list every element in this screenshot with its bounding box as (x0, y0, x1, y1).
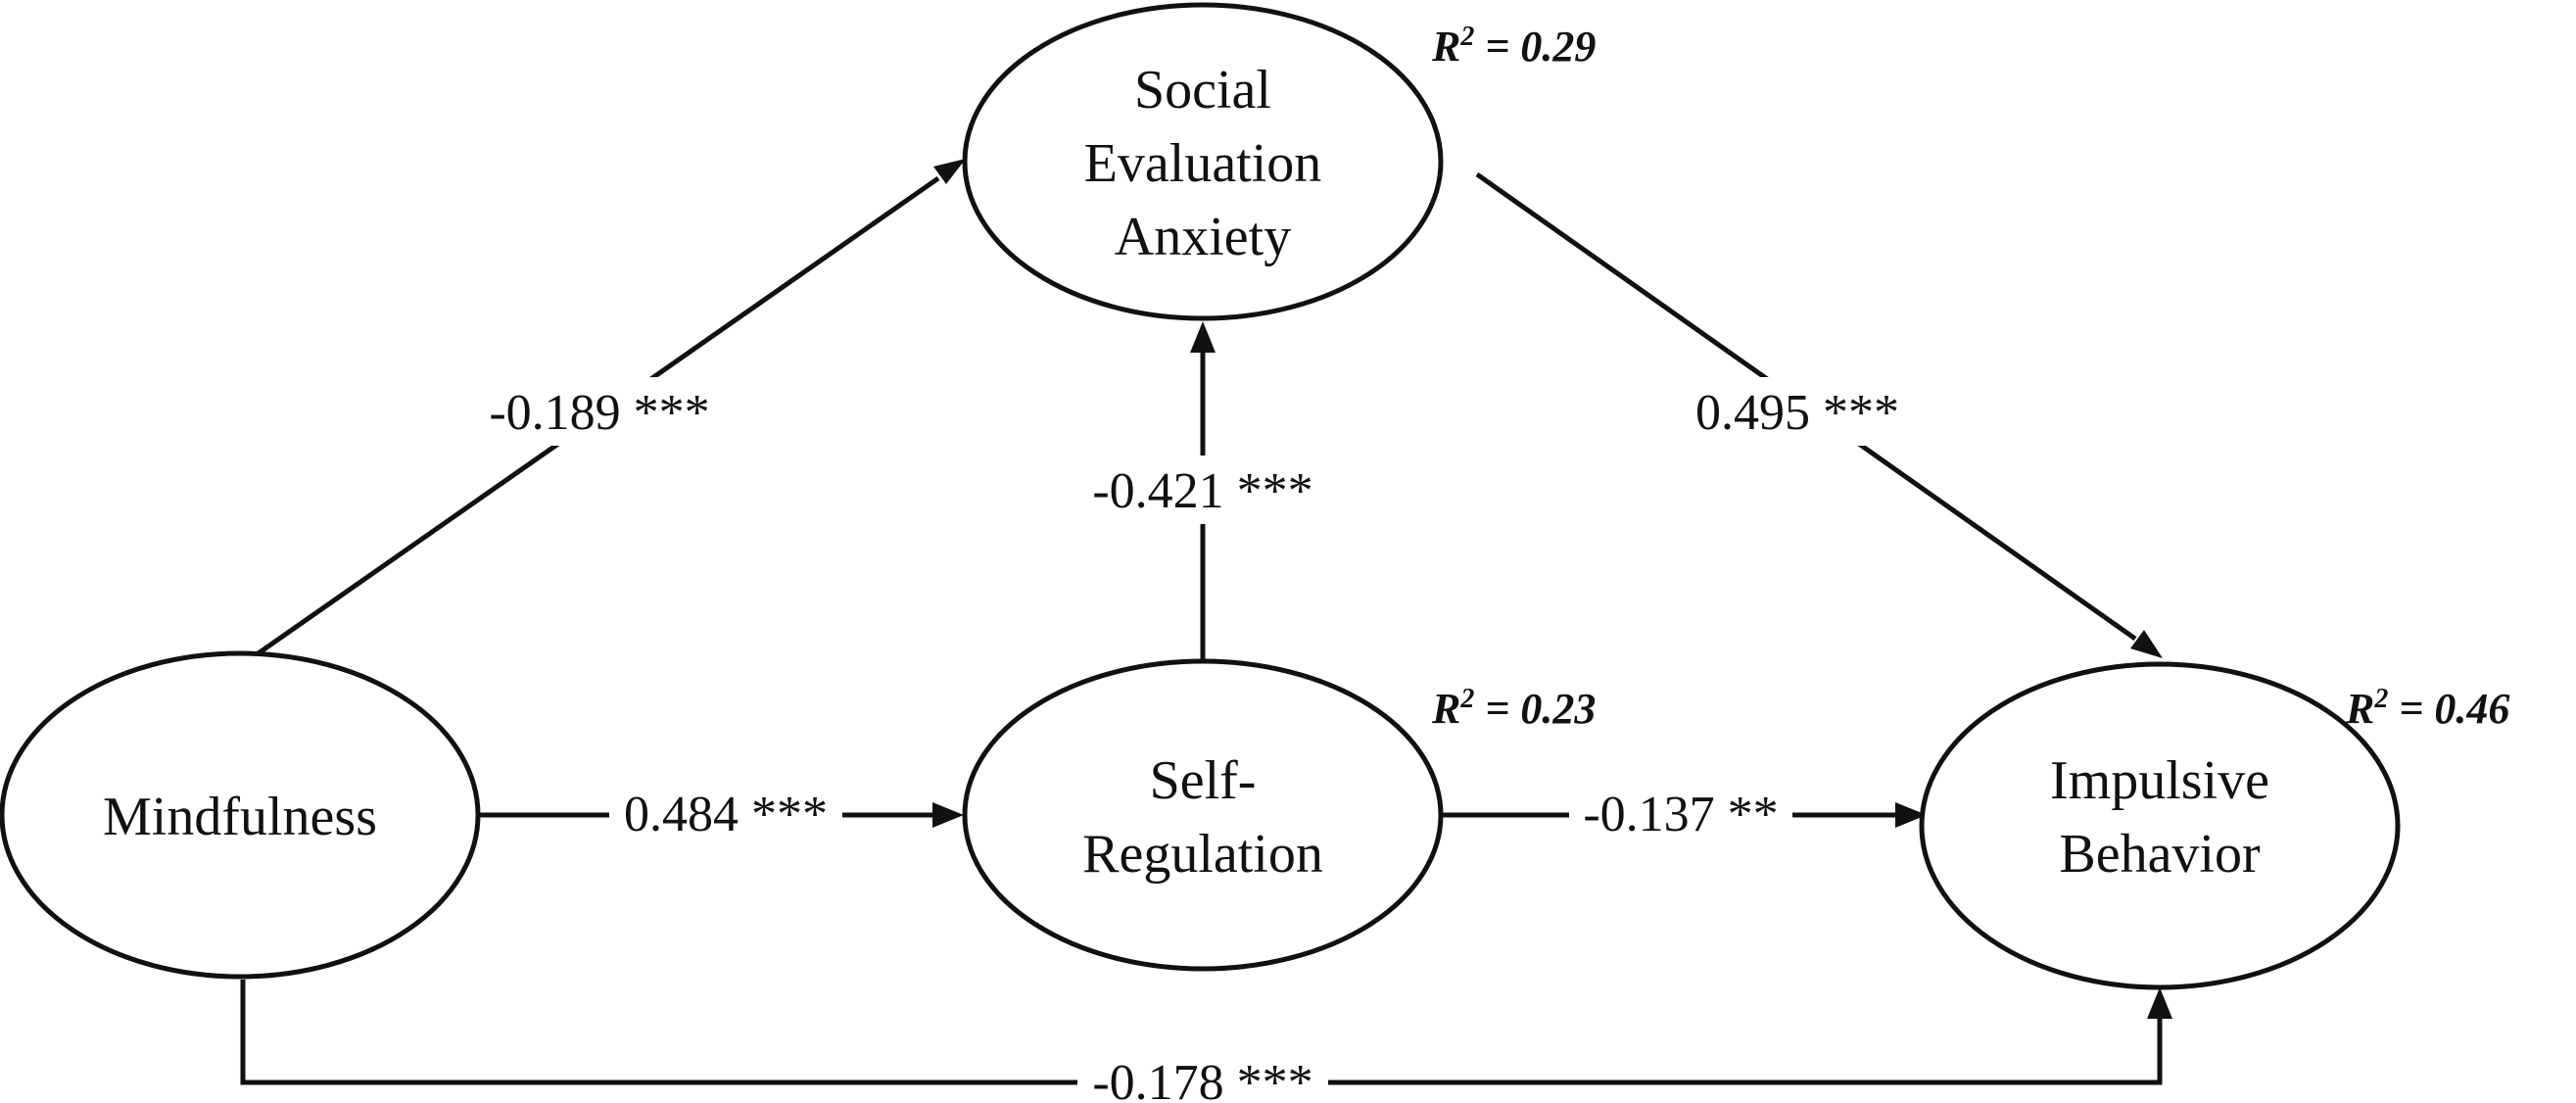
node-label-anxiety-line3: Anxiety (1115, 207, 1291, 267)
node-self-regulation (962, 658, 1444, 972)
arrowhead-mindfulness-to-regulation (932, 802, 964, 828)
r2-anxiety: R2 = 0.29 (1431, 22, 1596, 71)
arrowhead-regulation-to-impulsive (1895, 802, 1927, 828)
node-label-regulation-line2: Regulation (1082, 824, 1323, 885)
edge-label-mindfulness-to-impulsive: -0.178 *** (1092, 1055, 1312, 1103)
edge-label-anxiety-to-impulsive: 0.495 *** (1695, 385, 1899, 441)
node-impulsive-behavior (1919, 661, 2401, 990)
node-label-impulsive-line2: Behavior (2059, 824, 2261, 885)
edge-label-mindfulness-to-anxiety: -0.189 *** (489, 385, 709, 441)
r2-impulsive: R2 = 0.46 (2345, 684, 2509, 733)
node-mindfulness (0, 650, 481, 980)
node-social-evaluation-anxiety (962, 2, 1444, 321)
arrowhead-mindfulness-to-anxiety (933, 159, 966, 184)
edge-label-mindfulness-to-regulation: 0.484 *** (624, 787, 828, 842)
arrowhead-regulation-to-anxiety (1190, 321, 1216, 353)
arrowhead-anxiety-to-impulsive (2130, 630, 2163, 658)
node-label-mindfulness: Mindfulness (103, 787, 377, 847)
edge-label-regulation-to-anxiety: -0.421 *** (1092, 463, 1312, 519)
r2-regulation: R2 = 0.23 (1431, 684, 1596, 733)
edge-label-regulation-to-impulsive: -0.137 ** (1583, 787, 1778, 842)
node-label-anxiety-line2: Evaluation (1084, 133, 1322, 194)
node-label-impulsive-line1: Impulsive (2050, 750, 2269, 811)
arrowhead-mindfulness-to-impulsive (2147, 987, 2172, 1019)
node-label-regulation-line1: Self- (1150, 750, 1257, 811)
node-label-anxiety-line1: Social (1134, 60, 1271, 120)
